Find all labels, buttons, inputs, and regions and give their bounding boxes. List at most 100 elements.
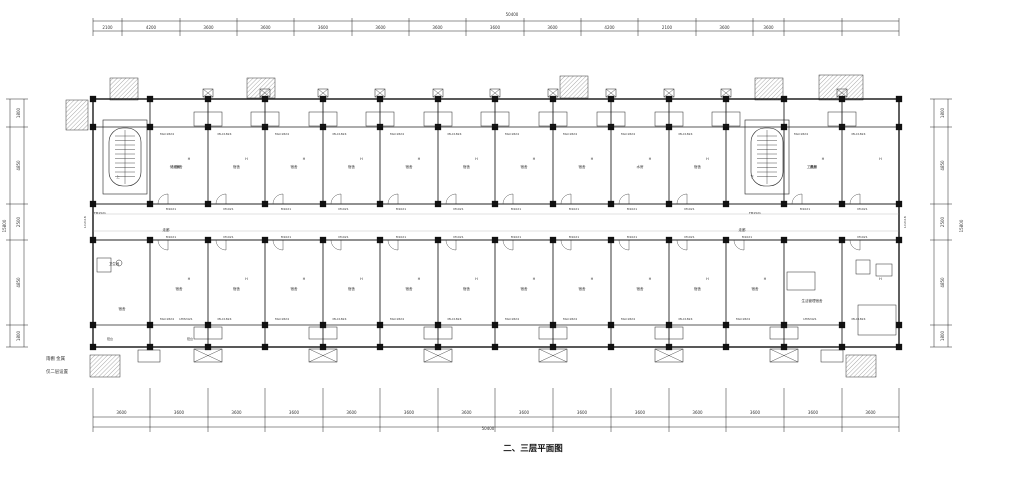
structural-column [319,236,327,244]
balcony-window [202,88,214,98]
height-mark: H [303,157,306,161]
window-cross [317,88,329,98]
door-tag: M1021 [742,235,752,239]
structural-column [204,321,212,329]
door-tag: M1021 [223,207,233,211]
fm-tag: FM1521 [749,211,761,215]
structural-column [549,321,557,329]
structural-column [319,343,327,351]
structural-column [89,343,97,351]
door-tag: M1021 [857,235,867,239]
south-room-label: 宿舍 [291,286,299,291]
structural-column [895,123,903,131]
south-room-label: 宿舍 [752,286,760,291]
south-room-label: 宿舍 [463,286,471,291]
north-room-door-arc [502,193,514,205]
south-balcony-window [538,348,568,363]
balcony-washbasin [827,111,857,127]
north-room-door-arc [272,193,284,205]
south-room-label: 宿舍 [637,286,645,291]
north-room-label: 宿舍 [176,164,183,169]
top-segment-dimension: 3600 [490,25,501,30]
south-room-label: 宿舍 [521,286,529,291]
window-cross [605,88,617,98]
top-segment-dimension: 3600 [547,25,558,30]
fixtures [96,88,897,363]
canopy-note-line-2: 仅二层设置 [46,368,69,375]
structural-column [838,123,846,131]
structural-column [319,95,327,103]
canopy-note-line-1: 雨棚 金属 [46,355,65,362]
structural-column [89,95,97,103]
window-cross [423,348,453,363]
height-mark: H [418,157,421,161]
hatch-block [65,99,89,131]
window-cross [489,88,501,98]
door-tag: M1021 [453,235,463,239]
south-room-door-arc [215,239,227,251]
fm-tag: FM1521 [94,211,106,215]
window-cross [202,88,214,98]
north-room-label: 宿舍 [579,164,587,169]
structural-column [204,236,212,244]
window-tag: MLC1824 [218,132,232,136]
north-room-label: 宿舍 [406,164,414,169]
balcony-label: 阳台 [187,336,193,341]
height-mark: H [475,277,478,281]
structural-column [434,200,442,208]
vertical-segment-dimension: 4850 [16,160,21,171]
structural-column [895,321,903,329]
north-room-label: 水房 [637,164,645,169]
structural-column [895,95,903,103]
structural-column [665,95,673,103]
ltm-tag: LTM2421 [803,317,816,321]
ltm-tag: LTM2421 [179,317,192,321]
structural-column [665,123,673,131]
top-segment-dimension: 3600 [260,25,271,30]
window-cross [769,348,799,363]
top-segment-dimension: 3600 [318,25,329,30]
bottom-segment-dimension: 3600 [231,410,242,415]
structural-column [146,236,154,244]
north-room-label: 宿舍 [291,164,299,169]
south-balcony-window [193,348,223,363]
structural-column [665,343,673,351]
structural-column [204,200,212,208]
structural-column [838,200,846,208]
structural-column [261,200,269,208]
structural-column [607,343,615,351]
door-tag: M1021 [511,207,521,211]
window-tag: MLC1824 [736,317,750,321]
structural-column [780,343,788,351]
balcony-window [432,88,444,98]
door-tag: M1021 [338,207,348,211]
door-tag: M1021 [511,235,521,239]
structural-column [204,123,212,131]
structural-column [261,236,269,244]
south-room-door-arc [502,239,514,251]
south-washbasin [193,326,223,340]
hatch-block [109,77,139,101]
south-room-door-arc [157,239,169,251]
window-tag: MLC1824 [852,132,866,136]
balcony-window [605,88,617,98]
bottom-segment-dimension: 3600 [404,410,415,415]
vertical-segment-dimension: 1800 [16,330,21,341]
structural-column [722,236,730,244]
height-mark: H [649,277,652,281]
door-tag: M1021 [166,235,176,239]
south-room-door-arc [849,239,861,251]
north-room-door-arc [849,193,861,205]
structural-column [665,236,673,244]
height-mark: H [879,277,882,281]
door-tag: M1021 [857,207,867,211]
top-segment-dimension: 2100 [662,25,673,30]
structural-column [722,200,730,208]
height-mark: H [188,157,191,161]
south-balcony-window [769,348,799,363]
window-tag: MLC1824 [275,132,289,136]
structural-column [780,95,788,103]
window-tag: MLC1824 [390,317,404,321]
height-mark: H [188,277,191,281]
